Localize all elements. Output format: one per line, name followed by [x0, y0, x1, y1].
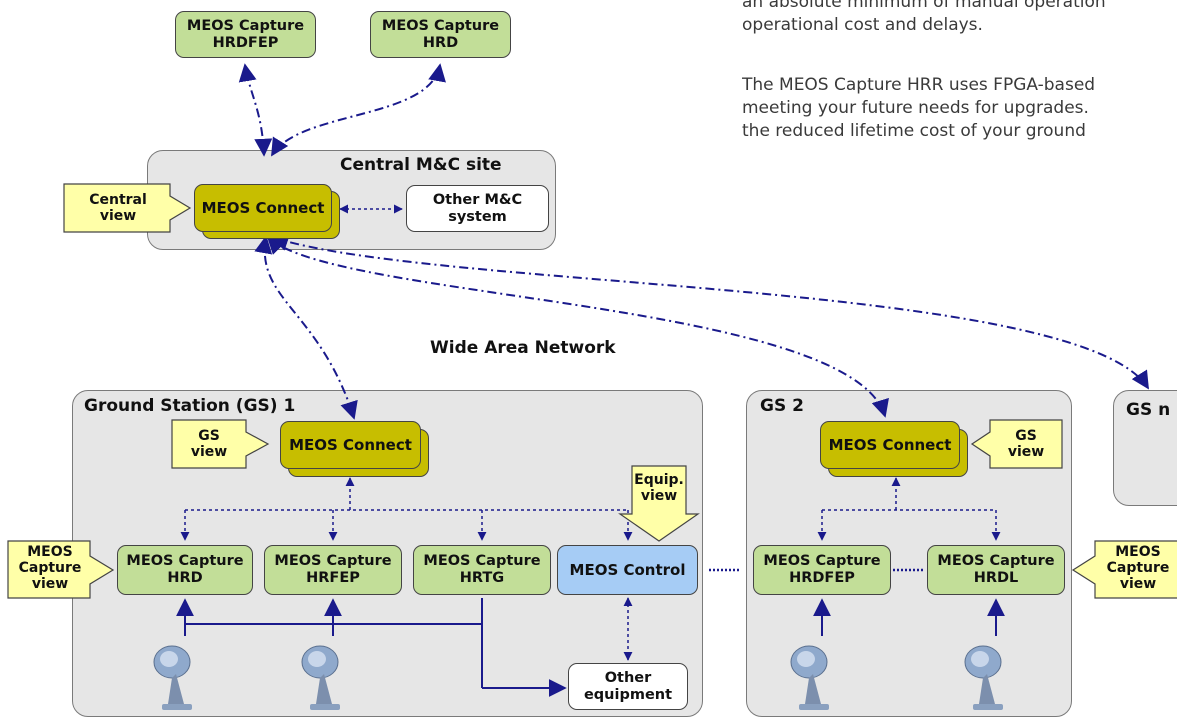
- gs1-title: Ground Station (GS) 1: [84, 396, 296, 416]
- gs2-capture-hrdfep-line2: HRDFEP: [789, 570, 855, 586]
- gs1-view-line2: view: [190, 444, 228, 460]
- wan-link-gs2: [266, 235, 889, 418]
- paragraph-line-5: the reduced lifetime cost of your ground: [742, 121, 1086, 141]
- central-view-shape: [63, 183, 192, 233]
- top-capture-hrd-line1: MEOS Capture: [381, 17, 500, 34]
- gs1-capture-view-line1: MEOS: [27, 544, 73, 560]
- gsn-region: [1113, 390, 1177, 506]
- gs1-view-shape: [171, 419, 270, 469]
- central-view-line2: view: [99, 208, 137, 224]
- equip-view-line2: view: [640, 488, 678, 504]
- gsn-title: GS n: [1126, 400, 1171, 420]
- central-meos-connect: MEOS Connect: [194, 184, 332, 232]
- gs1-capture-view-shape: [7, 540, 115, 599]
- gs2-capture-hrdl-line2: HRDL: [973, 570, 1019, 586]
- paragraph-line-2: operational cost and delays.: [742, 15, 983, 35]
- paragraph-line-4: meeting your future needs for upgrades.: [742, 98, 1089, 118]
- gs1-view-line1: GS: [198, 428, 220, 444]
- top-capture-hrdfep-line2: HRDFEP: [212, 34, 279, 51]
- equip-view-line1: Equip.: [634, 472, 684, 488]
- other-mc-line1: Other M&C: [432, 191, 523, 208]
- wan-link-gsn: [270, 233, 1149, 390]
- gs1-capture-hrd-line1: MEOS Capture: [126, 553, 244, 569]
- top-capture-hrdfep-line1: MEOS Capture: [186, 17, 305, 34]
- gs2-title: GS 2: [760, 396, 804, 416]
- gs2-capture-view-line1: MEOS: [1115, 544, 1161, 560]
- gs2-meos-connect: MEOS Connect: [820, 421, 960, 469]
- equip-view-label: Equip.view: [632, 472, 686, 504]
- gs2-view-line2: view: [1007, 444, 1045, 460]
- wan-link-hrdfep: [238, 63, 273, 157]
- gs2-view-shape: [970, 419, 1063, 469]
- gs1-capture-hrtg-line2: HRTG: [459, 570, 505, 586]
- paragraph-line-3: The MEOS Capture HRR uses FPGA-based: [742, 75, 1096, 95]
- gs1-meos-connect: MEOS Connect: [280, 421, 421, 469]
- gs1-control-label: MEOS Control: [569, 560, 686, 579]
- wan-link-hrd: [271, 63, 446, 157]
- gs2-connect-label: MEOS Connect: [828, 435, 952, 454]
- gs1-capture-hrd-line2: HRD: [167, 570, 203, 586]
- paragraph-line-1: an absolute minimum of manual operation: [742, 0, 1106, 12]
- gs2-capture-view-line2: Capture: [1106, 560, 1170, 576]
- gs2-capture-view-line3: view: [1119, 576, 1157, 592]
- gs2-capture-hrdl-line1: MEOS Capture: [937, 553, 1055, 569]
- gs1-capture-view-line2: Capture: [18, 560, 82, 576]
- central-connect-label: MEOS Connect: [201, 198, 325, 217]
- wan-label: Wide Area Network: [430, 338, 616, 358]
- central-site-title: Central M&C site: [340, 155, 502, 175]
- gs1-connect-label: MEOS Connect: [289, 435, 412, 454]
- gs2-capture-hrdfep-line1: MEOS Capture: [763, 553, 881, 569]
- equip-view-shape: [618, 465, 700, 542]
- gs1-meos-control: MEOS Control: [557, 545, 698, 595]
- gs1-capture-hrtg-line1: MEOS Capture: [423, 553, 541, 569]
- gs2-capture-view-shape: [1071, 540, 1177, 599]
- dish-icon-group: [153, 645, 1003, 710]
- top-capture-hrd-line2: HRD: [422, 34, 459, 51]
- other-equipment-line1: Other: [604, 669, 652, 686]
- gs2-view-line1: GS: [1015, 428, 1037, 444]
- gs1-capture-hrfep-line1: MEOS Capture: [274, 553, 392, 569]
- central-view-line1: Central: [89, 192, 147, 208]
- gs1-capture-view-line3: view: [31, 576, 69, 592]
- gs1-capture-hrfep-line2: HRFEP: [306, 570, 360, 586]
- other-equipment-line2: equipment: [583, 686, 673, 703]
- other-mc-line2: system: [448, 208, 507, 225]
- wan-link-gs1: [254, 235, 358, 420]
